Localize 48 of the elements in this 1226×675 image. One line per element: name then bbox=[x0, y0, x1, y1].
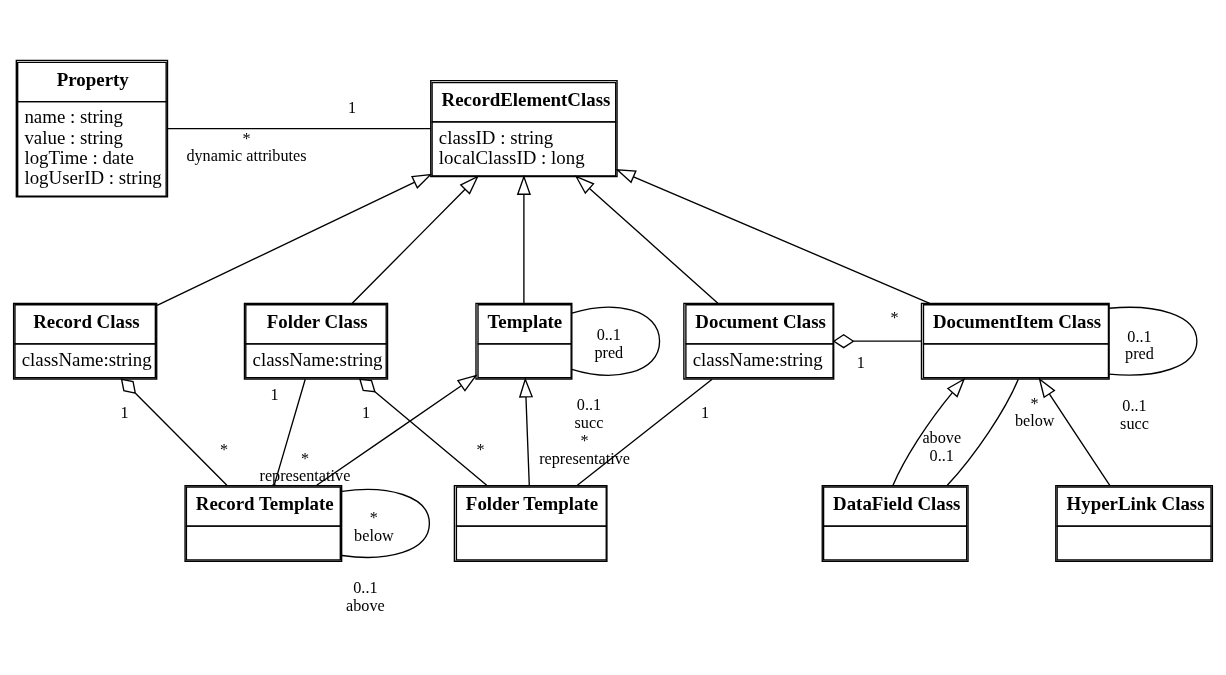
arrow bbox=[351, 174, 479, 304]
label: 1 bbox=[348, 98, 357, 117]
connector bbox=[576, 378, 713, 486]
label: 0..1 bbox=[929, 446, 954, 465]
label: above bbox=[346, 596, 385, 615]
label: * bbox=[242, 129, 251, 148]
connector bbox=[341, 488, 431, 558]
label: * bbox=[300, 449, 309, 468]
connector bbox=[167, 127, 432, 129]
label: 0..1 bbox=[596, 325, 621, 344]
label: pred bbox=[594, 343, 624, 362]
connector bbox=[946, 378, 1019, 486]
label: 0..1 bbox=[1122, 396, 1147, 415]
connector bbox=[571, 306, 661, 376]
connector bbox=[358, 377, 488, 486]
arrow bbox=[892, 377, 966, 486]
label: 0..1 bbox=[353, 578, 378, 597]
arrow bbox=[574, 174, 719, 304]
label: 1 bbox=[120, 403, 129, 422]
arrow bbox=[1038, 377, 1111, 486]
label: * bbox=[219, 440, 228, 459]
arrow bbox=[518, 376, 534, 486]
label: 1 bbox=[856, 353, 865, 372]
label: 1 bbox=[700, 403, 710, 422]
label: below bbox=[1014, 411, 1055, 430]
label: pred bbox=[1125, 344, 1154, 363]
label: 1 bbox=[270, 385, 279, 404]
label: * bbox=[890, 308, 899, 327]
label: succ bbox=[1120, 414, 1149, 433]
label: succ bbox=[574, 413, 604, 432]
arrow bbox=[516, 174, 531, 304]
label: * bbox=[580, 431, 589, 450]
connector bbox=[1108, 306, 1198, 376]
label: * bbox=[476, 440, 485, 459]
label: 1 bbox=[362, 403, 371, 422]
connector bbox=[120, 377, 228, 486]
arrow bbox=[615, 168, 931, 304]
connector bbox=[273, 378, 306, 486]
label: dynamic attributes bbox=[186, 146, 307, 165]
arrow bbox=[156, 173, 433, 306]
label: 0..1 bbox=[576, 395, 602, 414]
connector bbox=[832, 333, 923, 348]
label: * bbox=[369, 508, 378, 527]
label: 0..1 bbox=[1127, 327, 1152, 346]
label: * bbox=[1030, 394, 1039, 413]
arrow bbox=[316, 373, 478, 486]
label: above bbox=[922, 428, 962, 447]
label: below bbox=[354, 526, 394, 545]
